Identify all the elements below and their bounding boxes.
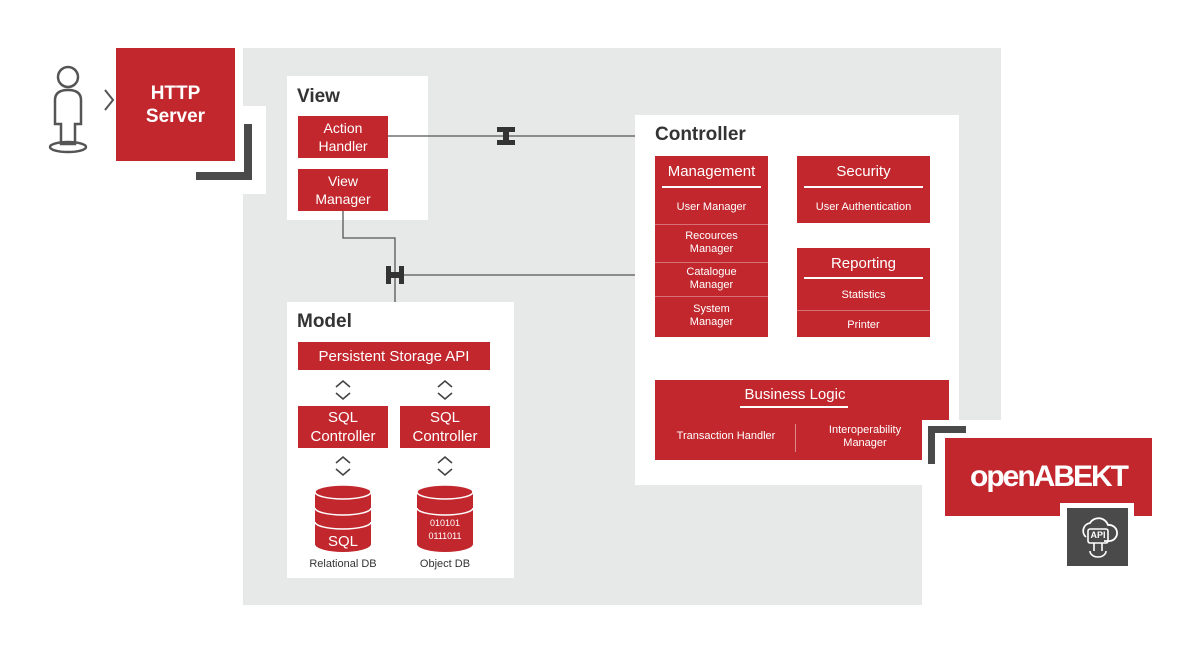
management-item-catalogue-manager: Catalogue Manager [655, 263, 768, 295]
reporting-title: Reporting [830, 255, 897, 272]
bidirectional-arrow-icon-4 [437, 455, 453, 477]
resources-manager-line2: Manager [689, 243, 734, 255]
brand-bracket [928, 426, 966, 464]
sql-controller-box-1: SQL Controller [298, 406, 388, 448]
catalogue-manager-line2: Manager [689, 279, 734, 291]
model-title: Model [297, 311, 352, 332]
management-underline [662, 186, 761, 188]
persistent-storage-api-box: Persistent Storage API [298, 342, 490, 370]
sql-controller-box-2: SQL Controller [400, 406, 490, 448]
action-handler-line2: Handler [318, 138, 368, 154]
http-server-box: HTTP Server [116, 48, 235, 161]
interoperability-manager-label: Interoperability Manager [800, 422, 930, 452]
management-item-user-manager: User Manager [676, 200, 747, 213]
system-manager-line2: Manager [689, 316, 734, 328]
http-server-bracket-dark [196, 124, 252, 180]
object-db-icon-line1: 010101 [429, 518, 461, 528]
management-divider-2 [655, 262, 768, 263]
view-manager-line2: Manager [315, 191, 371, 207]
security-title: Security [836, 163, 891, 180]
action-handler-box: Action Handler [298, 116, 388, 158]
object-db-icon [416, 484, 474, 552]
chevron-right-icon [104, 89, 115, 111]
object-db-icon-line2: 0111011 [428, 531, 462, 541]
api-cloud-icon [1082, 517, 1118, 558]
bidirectional-arrow-icon-2 [437, 379, 453, 401]
relational-db-caption: Relational DB [309, 558, 377, 570]
management-title: Management [667, 163, 756, 180]
security-item-user-authentication: User Authentication [815, 200, 912, 213]
management-item-resources-manager: Recources Manager [655, 226, 768, 260]
transaction-handler-label: Transaction Handler [676, 429, 776, 442]
interface-connector-icon-1 [497, 127, 515, 145]
business-logic-underline [740, 406, 848, 408]
action-handler-line1: Action [323, 120, 363, 136]
view-title: View [297, 86, 340, 107]
security-box [797, 156, 930, 223]
management-divider-3 [655, 296, 768, 297]
bidirectional-arrow-icon-3 [335, 455, 351, 477]
interop-line2: Manager [843, 437, 887, 449]
sql-controller-1-line2: Controller [310, 428, 376, 445]
user-icon [48, 65, 88, 154]
system-manager-line1: System [693, 303, 730, 315]
sql-controller-2-line1: SQL [429, 409, 460, 426]
business-logic-title: Business Logic [744, 386, 846, 403]
view-manager-line1: View [327, 173, 359, 189]
api-badge-label: API [1090, 530, 1106, 540]
relational-db-icon-text: SQL [327, 532, 358, 550]
relational-db-icon [314, 484, 372, 552]
interop-line1: Interoperability [828, 424, 902, 436]
reporting-divider [797, 310, 930, 311]
interface-connector-icon-2 [386, 266, 404, 284]
sql-controller-2-line2: Controller [412, 428, 478, 445]
sql-controller-1-line1: SQL [327, 409, 358, 426]
management-divider-1 [655, 224, 768, 225]
reporting-item-printer: Printer [847, 318, 880, 331]
http-server-label-2: Server [145, 105, 206, 127]
management-item-system-manager: System Manager [655, 300, 768, 332]
security-underline [804, 186, 923, 188]
catalogue-manager-line1: Catalogue [686, 266, 737, 278]
object-db-icon-text: 010101 0111011 [415, 517, 475, 543]
business-logic-box [655, 380, 949, 460]
object-db-caption: Object DB [419, 558, 471, 570]
reporting-underline [804, 277, 923, 279]
business-logic-divider [795, 424, 796, 452]
reporting-box [797, 248, 930, 337]
controller-title: Controller [655, 124, 746, 145]
view-manager-box: View Manager [298, 169, 388, 211]
http-server-label-1: HTTP [150, 82, 201, 104]
reporting-item-statistics: Statistics [841, 288, 886, 301]
bidirectional-arrow-icon-1 [335, 379, 351, 401]
resources-manager-line1: Recources [685, 230, 738, 242]
